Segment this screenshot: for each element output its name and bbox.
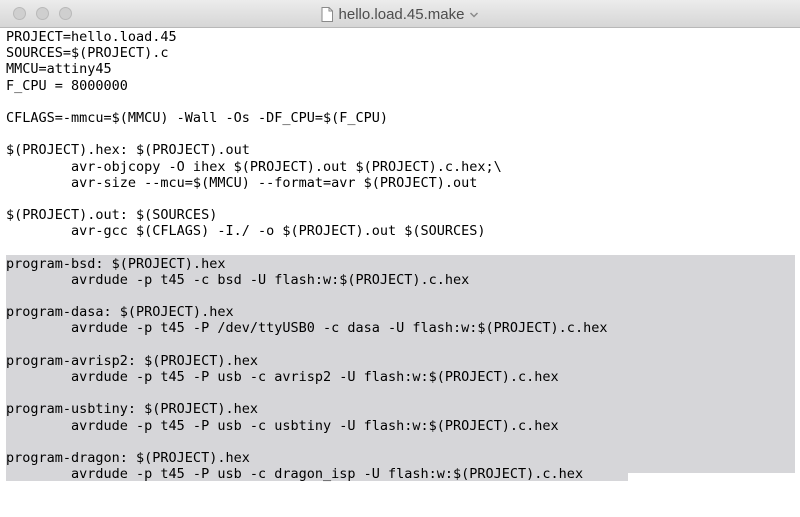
- title-bar[interactable]: hello.load.45.make: [0, 0, 800, 28]
- close-button-icon[interactable]: [13, 7, 26, 20]
- code-line[interactable]: avrdude -p t45 -P /dev/ttyUSB0 -c dasa -…: [6, 320, 608, 337]
- code-line[interactable]: [6, 337, 607, 353]
- code-line[interactable]: MMCU=attiny45: [6, 61, 112, 78]
- code-line[interactable]: program-avrisp2: $(PROJECT).hex: [6, 352, 258, 369]
- zoom-button-icon[interactable]: [59, 7, 72, 20]
- code-line[interactable]: avrdude -p t45 -P usb -c dragon_isp -U f…: [6, 466, 584, 483]
- code-line[interactable]: program-usbtiny: $(PROJECT).hex: [6, 401, 258, 418]
- document-icon: [321, 6, 333, 22]
- code-line[interactable]: F_CPU = 8000000: [6, 77, 128, 94]
- code-line[interactable]: SOURCES=$(PROJECT).c: [6, 45, 169, 62]
- code-line[interactable]: [6, 126, 607, 142]
- code-line[interactable]: PROJECT=hello.load.45: [6, 29, 177, 45]
- code-line[interactable]: avr-size --mcu=$(MMCU) --format=avr $(PR…: [6, 174, 478, 191]
- code-line[interactable]: [6, 434, 607, 450]
- code-line[interactable]: program-bsd: $(PROJECT).hex: [6, 255, 226, 272]
- minimize-button-icon[interactable]: [36, 7, 49, 20]
- window-title: hello.load.45.make: [338, 5, 465, 23]
- window-title-group[interactable]: hello.load.45.make: [0, 0, 800, 28]
- code-line[interactable]: avr-gcc $(CFLAGS) -I./ -o $(PROJECT).out…: [6, 223, 486, 240]
- code-line[interactable]: $(PROJECT).hex: $(PROJECT).out: [6, 142, 250, 159]
- code-line[interactable]: $(PROJECT).out: $(SOURCES): [6, 207, 218, 224]
- code-line[interactable]: avrdude -p t45 -P usb -c usbtiny -U flas…: [6, 417, 559, 434]
- text-selection-highlight-last-line: [6, 465, 628, 481]
- chevron-down-icon[interactable]: [469, 11, 479, 19]
- code-line[interactable]: [6, 288, 607, 304]
- code-line[interactable]: CFLAGS=-mmcu=$(MMCU) -Wall -Os -DF_CPU=$…: [6, 109, 389, 126]
- code-line[interactable]: program-dasa: $(PROJECT).hex: [6, 304, 234, 321]
- text-selection-highlight: [6, 255, 795, 473]
- code-line[interactable]: avrdude -p t45 -c bsd -U flash:w:$(PROJE…: [6, 271, 470, 288]
- code-line[interactable]: [6, 191, 607, 207]
- code-line[interactable]: [6, 94, 607, 110]
- code-line[interactable]: program-dragon: $(PROJECT).hex: [6, 449, 250, 466]
- code-line[interactable]: avr-objcopy -O ihex $(PROJECT).out $(PRO…: [6, 158, 502, 175]
- code-line[interactable]: avrdude -p t45 -P usb -c avrisp2 -U flas…: [6, 368, 559, 385]
- code-line[interactable]: [6, 239, 607, 255]
- code-line[interactable]: [6, 385, 607, 401]
